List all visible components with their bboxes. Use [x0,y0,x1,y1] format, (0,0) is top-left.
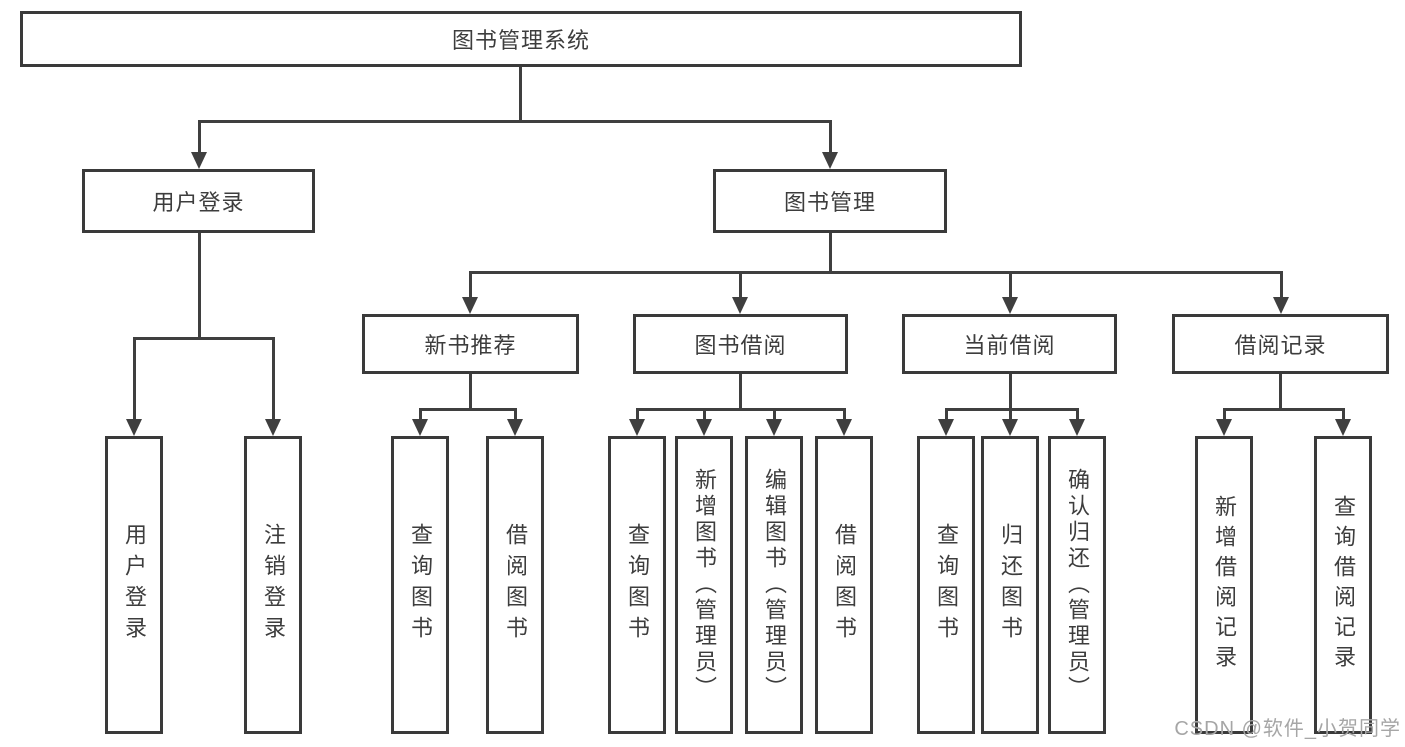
node-label: 注销登录 [261,523,286,647]
node-label: 图书管理系统 [451,28,590,53]
node-label: 查询图书 [408,523,433,647]
node-label: 借阅记录 [1234,333,1327,358]
connector-line [1224,408,1344,411]
arrow-shaft [703,408,706,420]
node-library-management-system: 图书管理系统 [20,11,1022,67]
arrow-shaft [773,408,776,420]
arrow-head-icon [1335,419,1351,436]
connector-line [469,374,472,408]
arrow-shaft [1009,408,1012,420]
node-label: 用户登录 [122,523,147,647]
arrow-head-icon [1216,419,1232,436]
arrow-shaft [1280,271,1283,298]
arrow-shaft [198,120,201,153]
arrow-head-icon [462,297,478,314]
node-current-borrowing: 当前借阅 [902,314,1117,374]
arrow-head-icon [732,297,748,314]
node-borrowing-records: 借阅记录 [1172,314,1389,374]
node-label: 新书推荐 [424,333,517,358]
leaf-borrow-books-borrowing: 借阅图书 [815,436,873,734]
node-label: 查询图书 [625,523,650,647]
arrow-head-icon [1273,297,1289,314]
node-label: 当前借阅 [963,333,1056,358]
node-label: 查询借阅记录 [1331,495,1356,675]
arrow-shaft [419,408,422,420]
node-label: 新增借阅记录 [1212,495,1237,675]
arrow-head-icon [696,419,712,436]
arrow-head-icon [822,152,838,169]
arrow-head-icon [1069,419,1085,436]
arrow-shaft [843,408,846,420]
node-book-borrowing: 图书借阅 [633,314,848,374]
arrow-shaft [829,120,832,153]
arrow-head-icon [938,419,954,436]
connector-line [829,233,832,271]
connector-line [470,271,1282,274]
connector-line [134,337,274,340]
node-book-management: 图书管理 [713,169,947,233]
arrow-shaft [469,271,472,298]
node-label: 新增图书（管理员） [692,468,717,702]
leaf-return-books: 归还图书 [981,436,1039,734]
node-new-book-recommend: 新书推荐 [362,314,579,374]
arrow-head-icon [766,419,782,436]
node-label: 归还图书 [998,523,1023,647]
connector-line [637,408,845,411]
leaf-edit-books-admin: 编辑图书（管理员） [745,436,803,734]
leaf-confirm-return-admin: 确认归还（管理员） [1048,436,1106,734]
node-label: 确认归还（管理员） [1065,468,1090,702]
arrow-shaft [1223,408,1226,420]
connector-line [1009,374,1012,408]
node-label: 借阅图书 [503,523,528,647]
connector-line [198,233,201,337]
node-label: 编辑图书（管理员） [762,468,787,702]
leaf-add-borrow-record: 新增借阅记录 [1195,436,1253,734]
connector-line [1279,374,1282,408]
connector-line [198,120,831,123]
arrow-shaft [1076,408,1079,420]
arrow-shaft [272,337,275,419]
arrow-head-icon [126,419,142,436]
arrow-head-icon [412,419,428,436]
arrow-head-icon [629,419,645,436]
arrow-head-icon [1002,297,1018,314]
connector-line [946,408,1078,411]
connector-line [519,67,522,120]
arrow-head-icon [507,419,523,436]
arrow-head-icon [265,419,281,436]
leaf-query-books-recommend: 查询图书 [391,436,449,734]
arrow-shaft [1342,408,1345,420]
node-label: 借阅图书 [832,523,857,647]
leaf-borrow-books-recommend: 借阅图书 [486,436,544,734]
arrow-shaft [514,408,517,420]
leaf-query-books-borrowing: 查询图书 [608,436,666,734]
node-label: 图书管理 [783,190,876,215]
arrow-head-icon [836,419,852,436]
csdn-watermark: CSDN @软件_小贺同学 [1174,718,1401,740]
arrow-shaft [1009,271,1012,298]
leaf-query-borrow-record: 查询借阅记录 [1314,436,1372,734]
arrow-head-icon [191,152,207,169]
node-label: 查询图书 [934,523,959,647]
node-label: 用户登录 [152,190,245,215]
arrow-shaft [945,408,948,420]
arrow-shaft [636,408,639,420]
leaf-add-books-admin: 新增图书（管理员） [675,436,733,734]
arrow-shaft [133,337,136,419]
connector-line [739,374,742,408]
connector-line [420,408,516,411]
leaf-logout-login: 注销登录 [244,436,302,734]
arrow-shaft [739,271,742,298]
node-label: 图书借阅 [694,333,787,358]
leaf-query-books-current: 查询图书 [917,436,975,734]
arrow-head-icon [1002,419,1018,436]
leaf-user-login: 用户登录 [105,436,163,734]
node-user-login: 用户登录 [82,169,315,233]
